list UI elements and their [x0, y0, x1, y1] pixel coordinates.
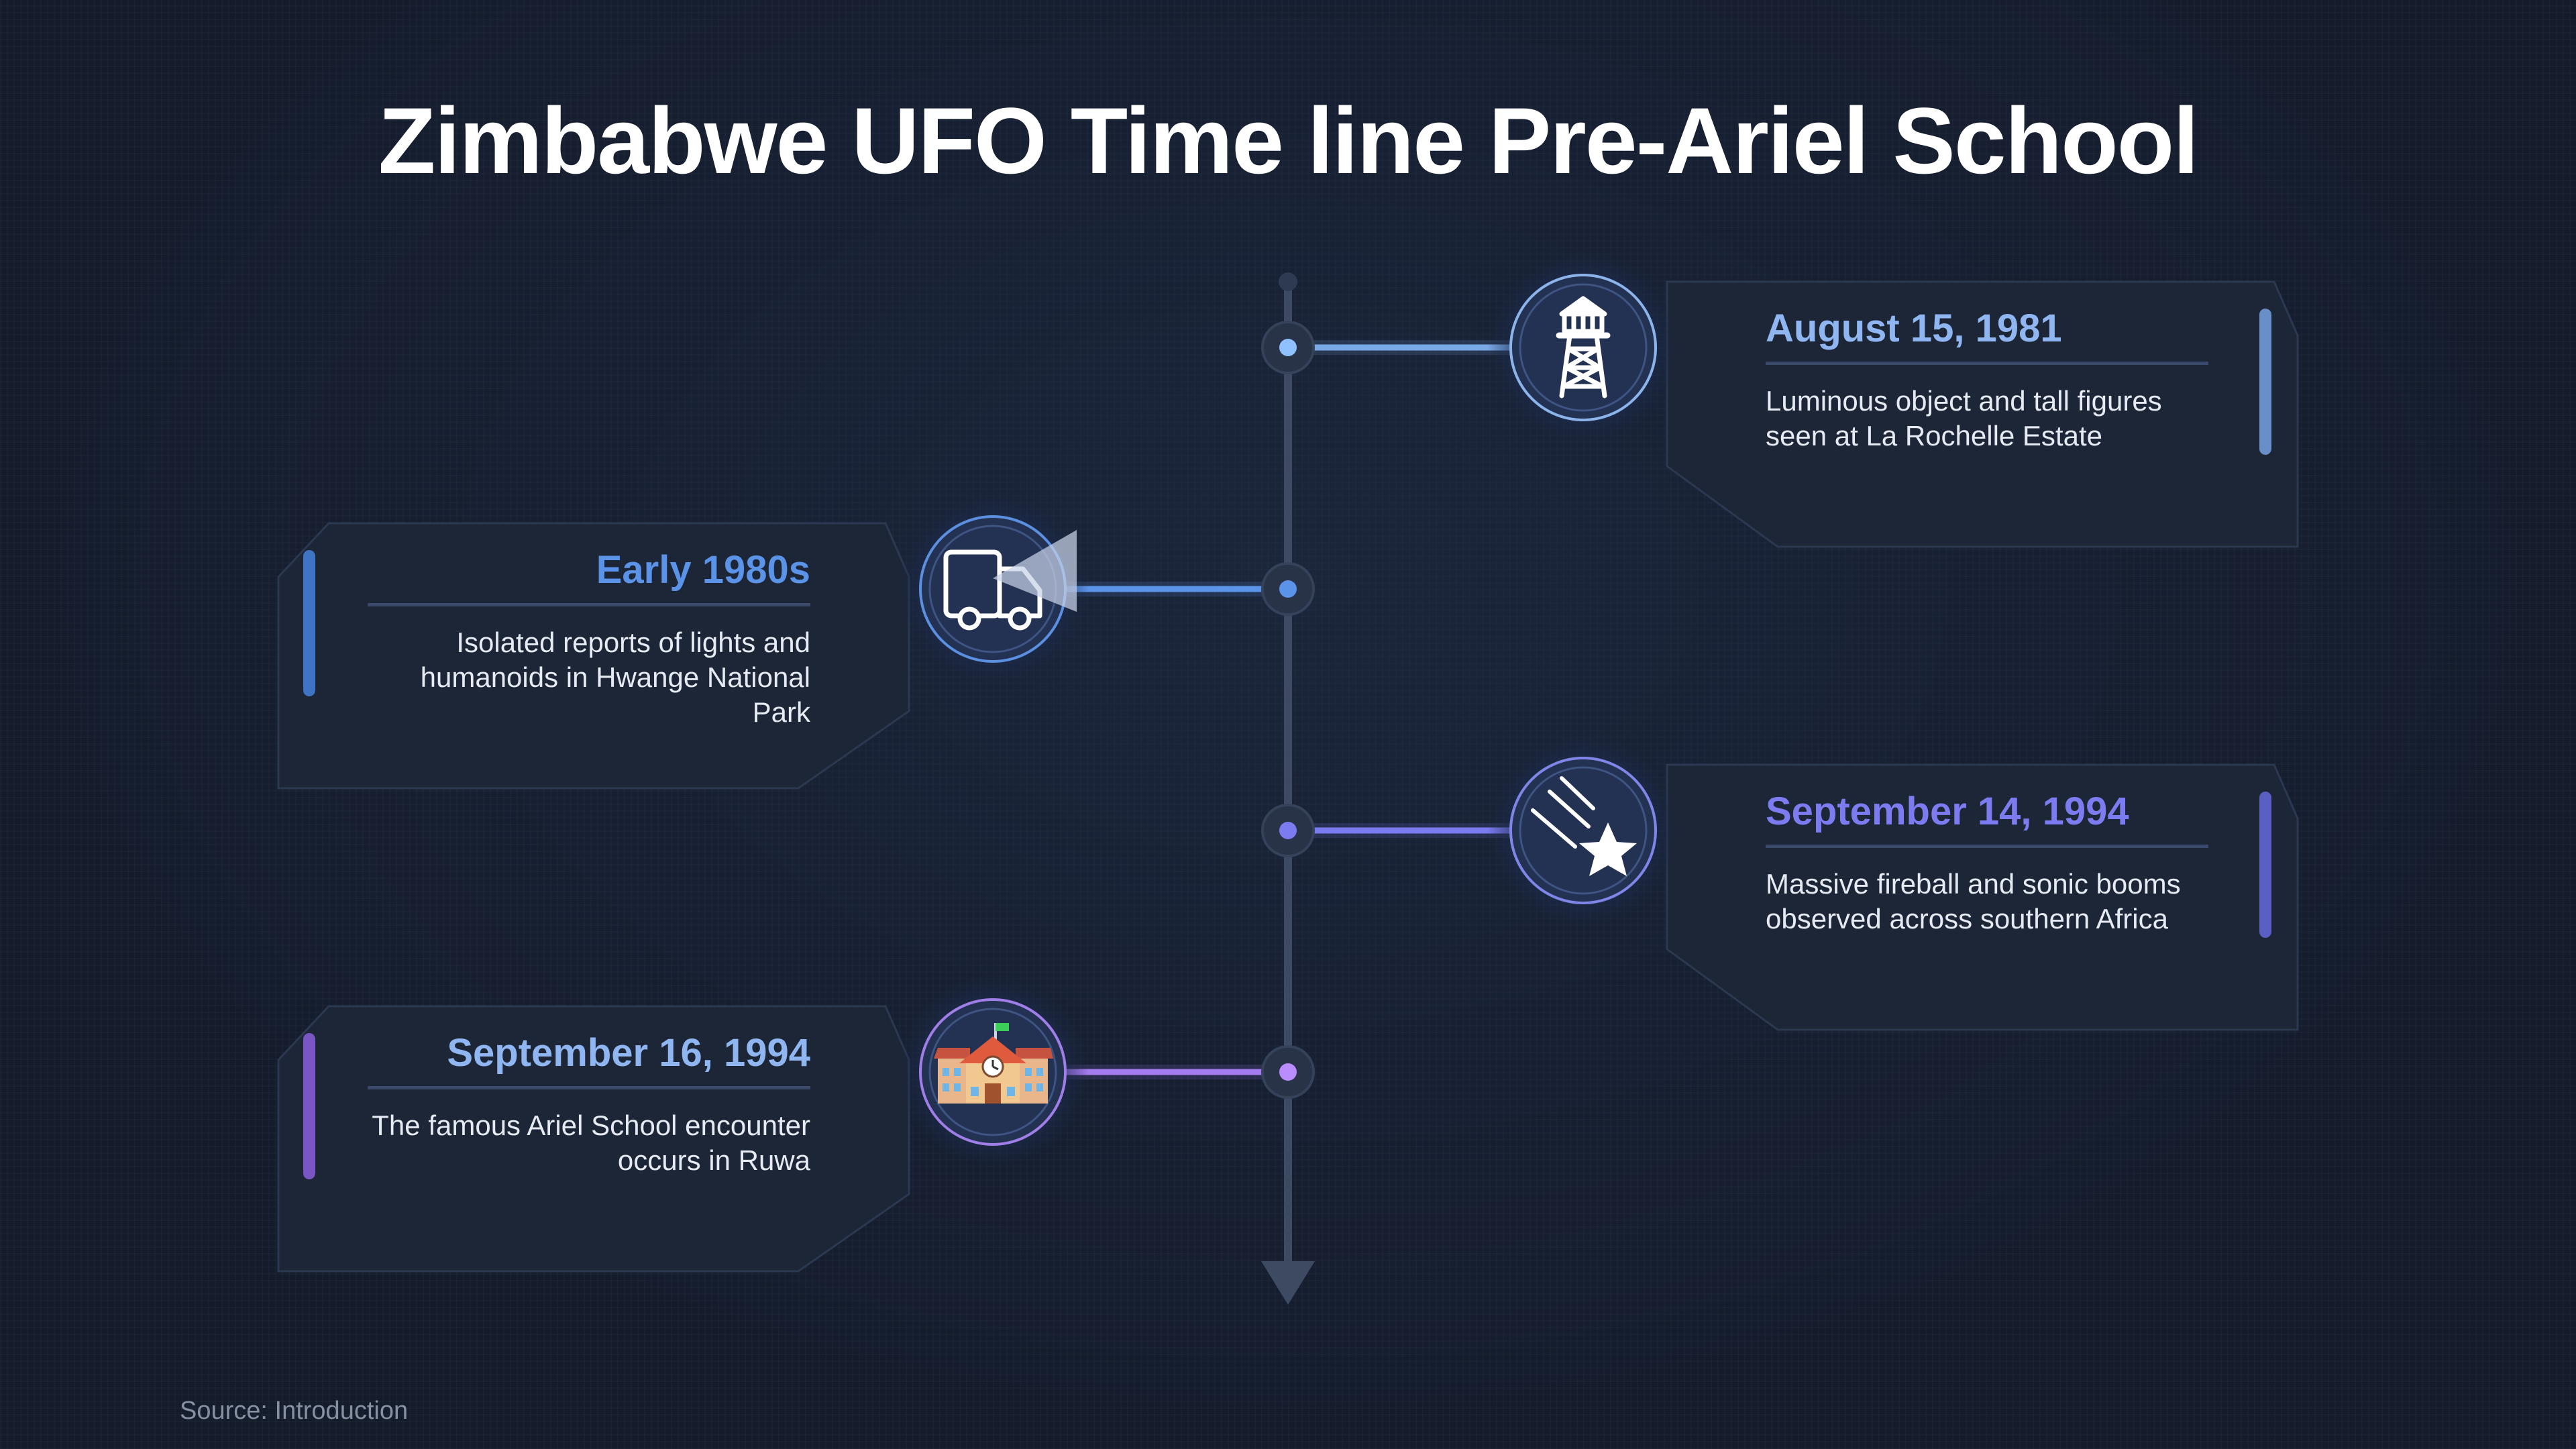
event-card-3: [1666, 763, 2299, 1031]
event-description-4: The famous Ariel School encounter occurs…: [372, 1110, 810, 1176]
icon-ring-inner-1: [1519, 283, 1648, 412]
timeline-node-dot-1: [1279, 339, 1297, 356]
shooting-star-icon: [1531, 776, 1637, 876]
timeline-node-dot-3: [1279, 822, 1297, 839]
page-title: Zimbabwe UFO Time line Pre-Ariel School: [378, 88, 2199, 193]
event-date-3: September 14, 1994: [1766, 788, 2208, 848]
icon-ring-inner-4: [928, 1008, 1057, 1136]
event-description-3: Massive fireball and sonic booms observe…: [1766, 868, 2181, 934]
timeline-node-dot-2: [1279, 580, 1297, 598]
event-text-2: Early 1980s Isolated reports of lights a…: [368, 547, 810, 730]
school-icon: [934, 1023, 1053, 1104]
event-text-3: September 14, 1994 Massive fireball and …: [1766, 788, 2208, 936]
event-3: [1261, 735, 2299, 1031]
event-date-4: September 16, 1994: [368, 1030, 810, 1089]
pointer-triangle: [993, 530, 1077, 612]
icon-ring-3: [1509, 757, 1657, 904]
event-date-1: August 15, 1981: [1766, 305, 2208, 365]
timeline-arrowhead: [1261, 1261, 1315, 1305]
card-accent-bar-4: [303, 1033, 315, 1179]
event-4: [277, 976, 1315, 1273]
event-card-4: [277, 1005, 910, 1273]
icon-ring-inner-3: [1519, 766, 1648, 895]
event-card-1: [1666, 280, 2299, 548]
source-note: Source: Introduction: [180, 1397, 409, 1425]
event-text-4: September 16, 1994 The famous Ariel Scho…: [368, 1030, 810, 1178]
event-1: [1261, 252, 2299, 548]
watchtower-icon: [1556, 296, 1611, 398]
event-date-2: Early 1980s: [368, 547, 810, 606]
event-description-1: Luminous object and tall figures seen at…: [1766, 385, 2162, 451]
card-accent-bar-3: [2259, 792, 2271, 938]
card-accent-bar-2: [303, 550, 315, 696]
timeline-axis-start-dot: [1279, 272, 1297, 291]
event-text-1: August 15, 1981 Luminous object and tall…: [1766, 305, 2208, 453]
event-card-2: [277, 522, 910, 790]
timeline-node-dot-4: [1279, 1063, 1297, 1081]
event-description-2: Isolated reports of lights and humanoids…: [420, 627, 810, 728]
event-2: [277, 493, 1315, 790]
card-accent-bar-1: [2259, 309, 2271, 455]
